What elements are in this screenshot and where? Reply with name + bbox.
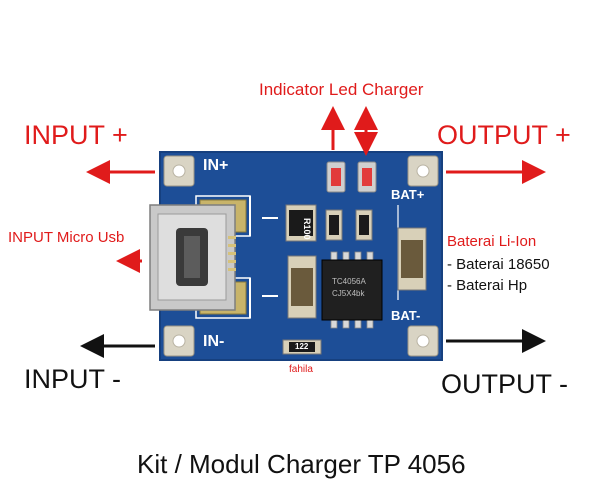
input-minus-label: INPUT - — [24, 364, 122, 394]
chip-marking-line1: TC4056A — [332, 277, 366, 286]
baterai-item-hp: - Baterai Hp — [447, 277, 528, 294]
output-minus-label: OUTPUT - — [441, 369, 568, 399]
micro-usb-connector — [149, 204, 236, 311]
baterai-title-label: Baterai Li-Ion — [447, 233, 537, 250]
tp4056-chip — [321, 251, 383, 329]
indicator-led-label: Indicator Led Charger — [259, 80, 424, 99]
baterai-item-18650: - Baterai 18650 — [447, 256, 550, 273]
chip-marking-line2: CJ5X4bk — [332, 289, 365, 298]
in-plus-label: IN+ — [203, 157, 229, 174]
resistor-top-code: R100 — [302, 218, 312, 240]
bat-plus-label: BAT+ — [391, 187, 425, 202]
input-micro-usb-label: INPUT Micro Usb — [8, 229, 125, 246]
bat-minus-label: BAT- — [391, 308, 421, 323]
watermark-label: fahila — [289, 364, 313, 375]
footer-title: Kit / Modul Charger TP 4056 — [137, 449, 466, 479]
indicator-leds — [326, 161, 377, 193]
in-minus-label: IN- — [203, 333, 225, 350]
output-plus-label: OUTPUT + — [437, 120, 571, 150]
resistor-bottom-code: 122 — [295, 342, 309, 351]
input-plus-label: INPUT + — [24, 120, 128, 150]
smd-components — [282, 204, 427, 355]
